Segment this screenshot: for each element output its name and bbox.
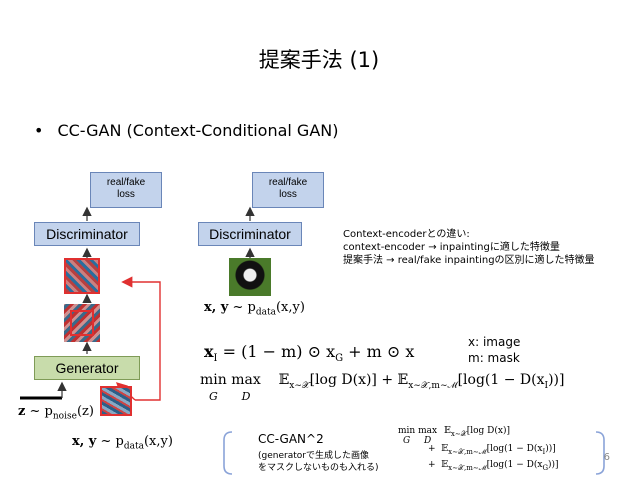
eq1-middle: = (1 − m) ⊙ x [217,342,336,361]
eq2-min-sub: G [208,390,218,403]
loss-box-left: real/fake loss [90,172,162,208]
eq2-expect-2-sub: x∼𝒳,m∼ℳ [408,380,458,391]
eq2-term-2-end: ))] [548,372,565,388]
note-line-1: Context-encoderとの違い: [343,229,470,240]
xy-symbol-left: x, y [72,434,97,449]
ccgan2-line-1: (generatorで生成した画像 [258,451,369,461]
discriminator-right: Discriminator [198,222,302,246]
xy-arg-right: (x,y) [275,300,305,315]
eq3-r3-op: + [428,460,436,470]
eq3-r3-e: 𝔼 [441,460,449,470]
eq3-r3-sub: x∼𝒳,m∼ℳ [448,463,487,472]
loss-box-right: real/fake loss [252,172,324,208]
z-arg: (z) [76,404,94,419]
xy-sub-right: data [255,307,276,318]
ccgan2-title: CC-GAN^2 [258,432,324,446]
red-context-path [121,276,161,401]
legend: x: image m: mask [468,334,520,366]
eq2-max-sub: D [241,390,251,403]
eq2-min-word: min [200,372,227,388]
eq3-max-sub: D [423,436,432,446]
eq3-r2-term-end: ))] [545,444,556,454]
eq3-r2-term-sub: I [542,447,546,456]
xy-distribution-left: x, y ~ pdata(x,y) [72,434,173,452]
eq3-row-2: + 𝔼x∼𝒳,m∼ℳ[log(1 − D(xI))] [428,444,556,457]
eq2-term-1: [log D(x)] + [309,372,398,388]
eq3-r2-term: [log(1 − D(x [486,444,543,454]
z-tilde: ~ p [29,404,53,419]
xy-distribution-right: x, y ~ pdata(x,y) [204,300,305,318]
note-line-3: 提案手法 → real/fake inpaintingの区別に適した特徴量 [343,255,595,266]
loss-box-left-line2: loss [117,189,135,200]
legend-image: x: image [468,335,521,349]
generated-image-top [64,258,100,294]
loss-box-left-line1: real/fake [106,177,146,188]
eq3-r1-sub: x∼𝒳 [450,429,467,438]
bullet-marker: • [34,121,44,140]
eq3-r3-term: [log(1 − D(x [486,460,543,470]
eq2-expect-1: 𝔼 [278,372,290,388]
z-symbol: z [18,404,26,419]
eq3-row-3: + 𝔼x∼𝒳,m∼ℳ[log(1 − D(xG))] [428,460,559,473]
xy-tilde-left: ~ p [100,434,124,449]
eq1-xi: x [204,342,214,361]
z-distribution: z ~ pnoise(z) [18,404,94,422]
xy-symbol-right: x, y [204,300,229,315]
eq3-r2-op: + [428,444,436,454]
bullet-point: • CC-GAN (Context-Conditional GAN) [34,121,338,140]
eq3-r2-e: 𝔼 [441,444,449,454]
right-brace [595,431,605,475]
xy-arg-left: (x,y) [143,434,173,449]
eq2-term-2: [log(1 − D(x [457,372,545,388]
generator-box: Generator [34,356,140,380]
equation-masked-input: xI = (1 − m) ⊙ xG + m ⊙ x [204,342,414,364]
mask-region [70,310,94,336]
ccgan2-line-2: をマスクしないものも入れる) [258,463,379,473]
loss-box-right-line1: real/fake [268,177,308,188]
eq2-expect-1-sub: x∼𝒳 [289,380,310,391]
eq1-xi-sub: I [213,353,218,365]
input-image [100,386,132,416]
eq3-min-sub: G [403,436,411,446]
eq3-r1-e: 𝔼 [444,426,451,436]
page-number: 6 [603,452,610,463]
eq3-max-word: max [418,426,438,436]
real-image [229,258,271,296]
eq2-max-word: max [231,372,261,388]
bullet-text: CC-GAN (Context-Conditional GAN) [57,121,339,140]
xy-sub-left: data [123,441,144,452]
eq3-row-1: 𝔼x∼𝒳[log D(x)] [444,426,510,439]
eq3-min-word: min [398,426,416,436]
eq3-r3-term-sub: G [542,463,549,472]
eq3-r2-sub: x∼𝒳,m∼ℳ [448,447,487,456]
eq1-xg-sub: G [335,353,344,365]
note-line-2: context-encoder → inpaintingに適した特徴量 [343,242,560,253]
eq1-tail: + m ⊙ x [343,342,415,361]
slide-title: 提案手法 (1) [258,48,380,72]
legend-mask: m: mask [468,351,520,365]
eq3-r3-term-end: ))] [548,460,559,470]
xy-tilde-right: ~ p [232,300,256,315]
loss-box-right-line2: loss [279,189,297,200]
eq2-expect-2: 𝔼 [397,372,409,388]
left-brace [223,431,233,475]
eq2-term-2-sub: I [544,380,549,391]
notes-block: Context-encoderとの違い: context-encoder → i… [343,228,595,267]
eq3-r1-term: [log D(x)] [466,426,510,436]
z-noise-sub: noise [52,411,77,422]
discriminator-left: Discriminator [34,222,140,246]
